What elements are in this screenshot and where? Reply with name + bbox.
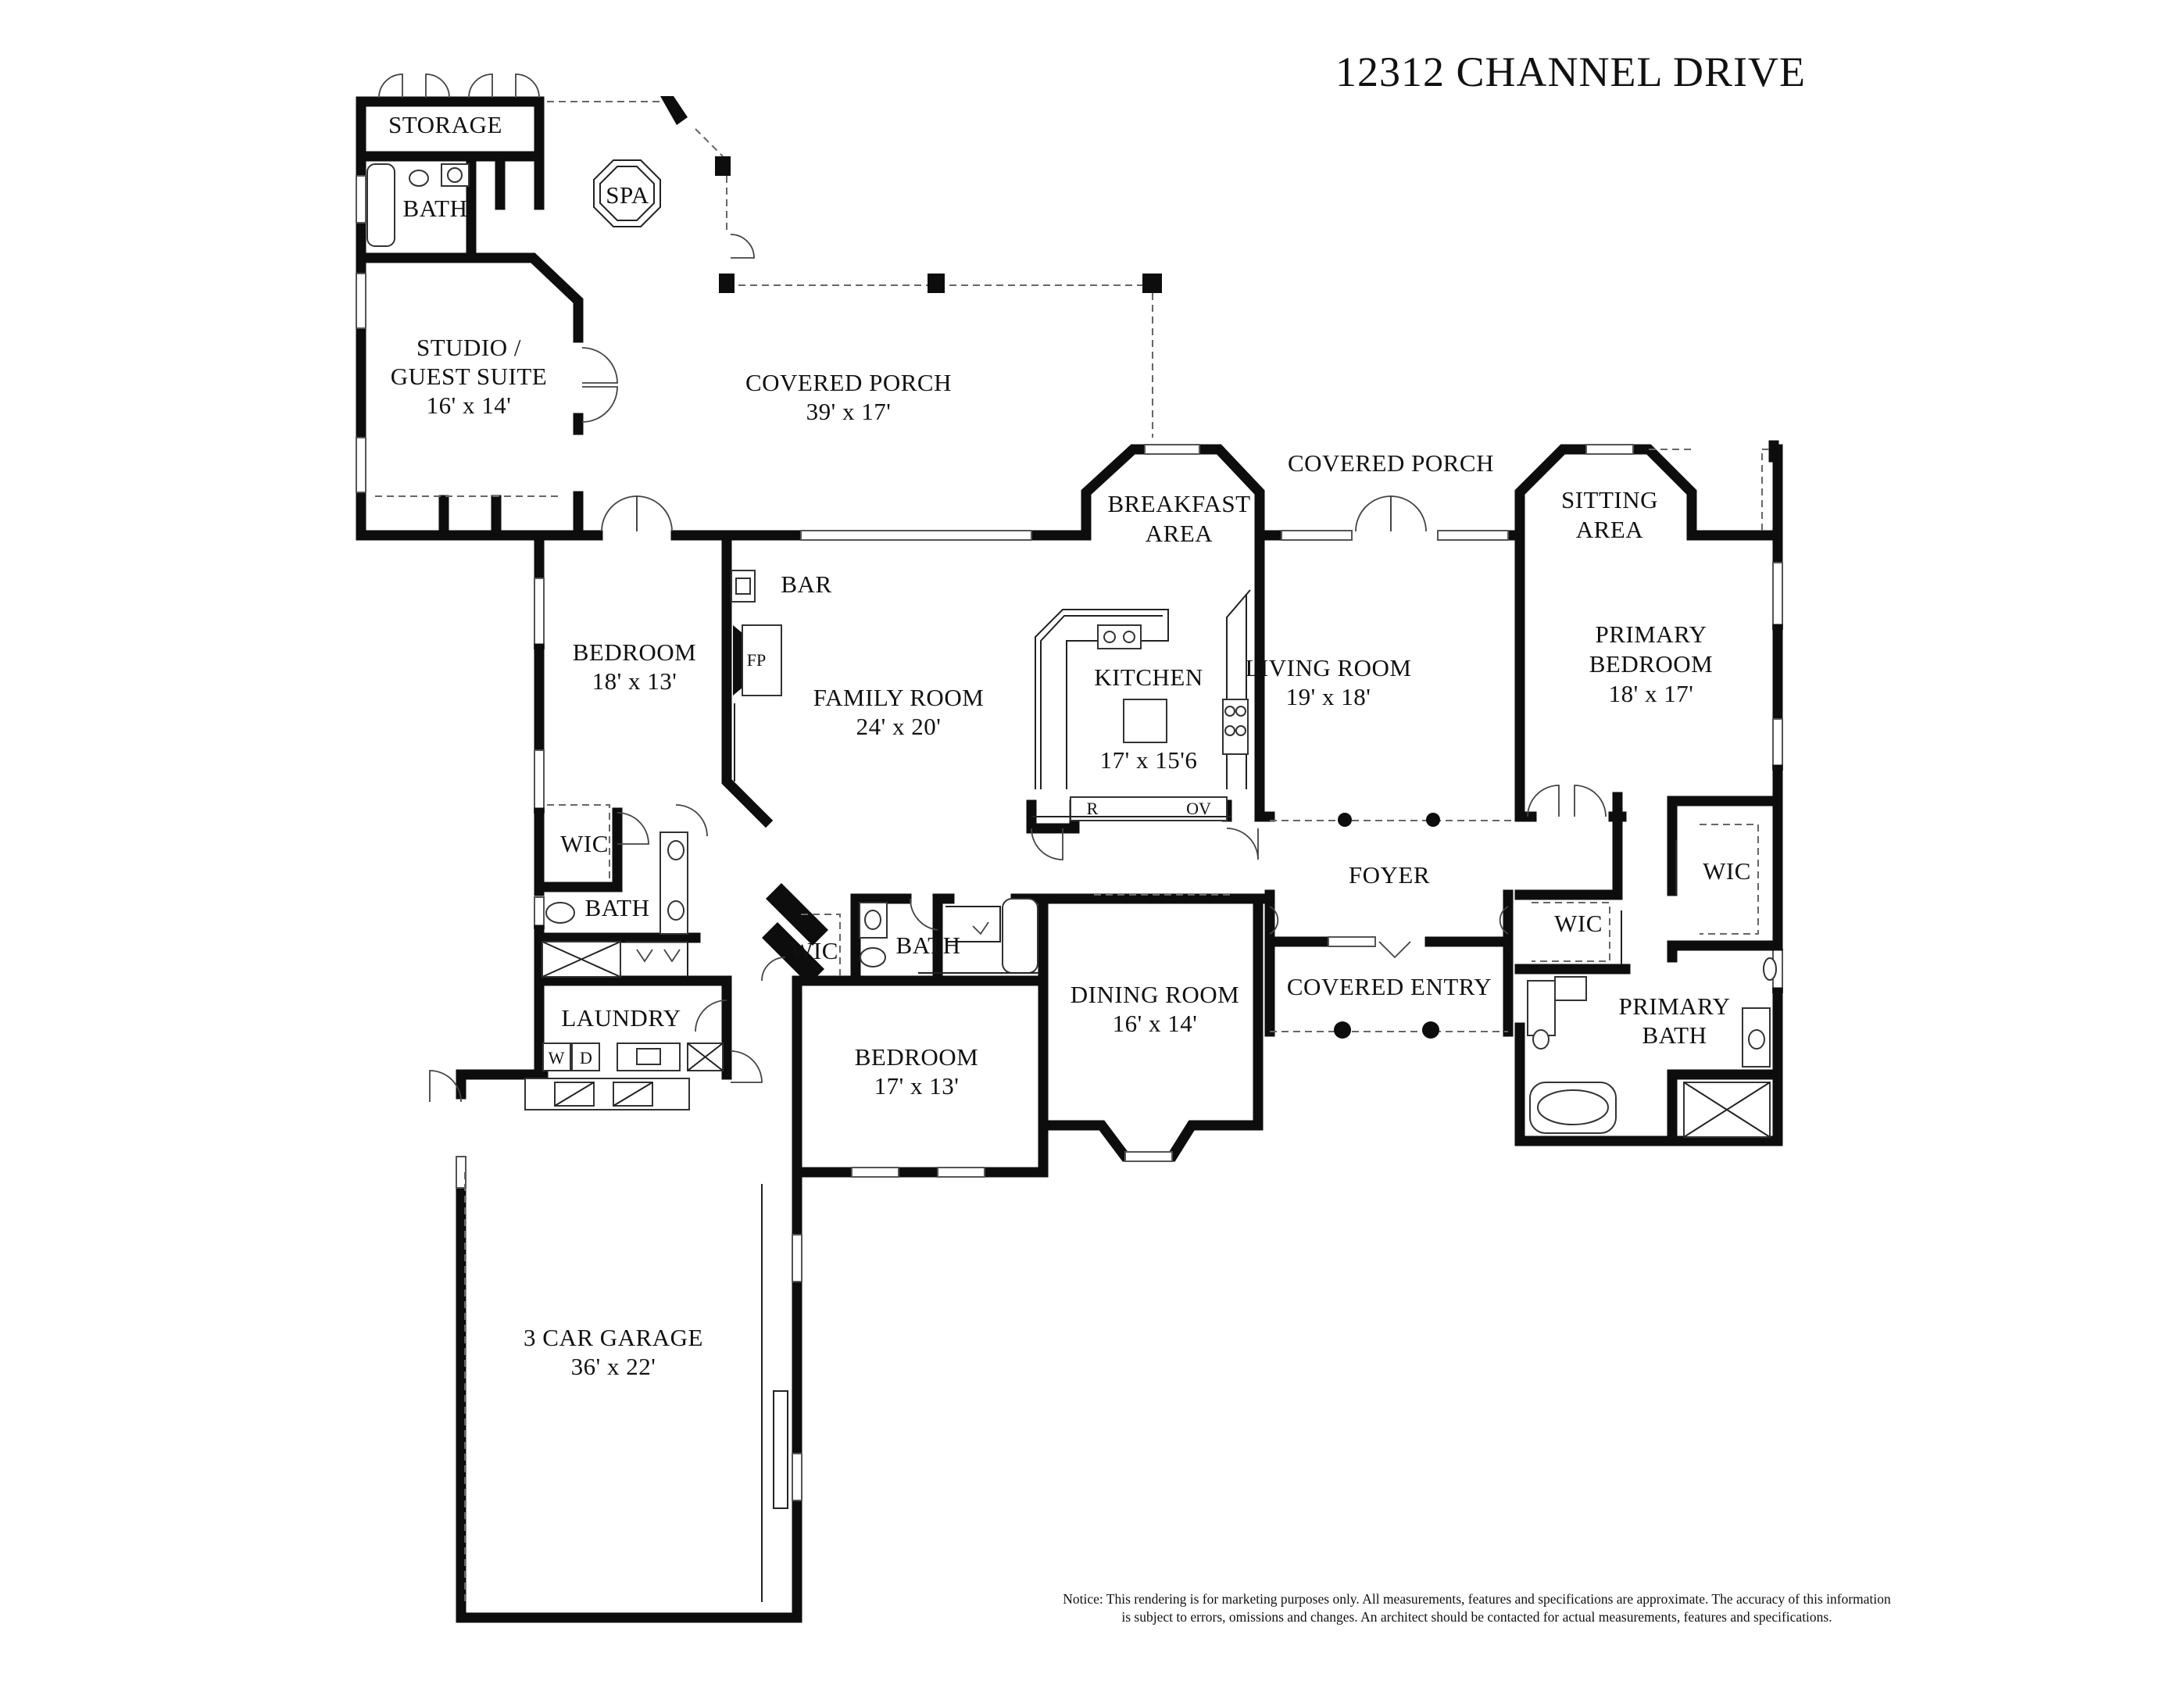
bath-left-label: BATH [585,894,650,921]
wic-left-label: WIC [560,830,609,857]
spa-label: SPA [606,181,649,209]
wic-primary-left-label: WIC [1554,910,1603,937]
studio-size: 16' x 14' [427,392,512,419]
primary-bath-fixtures [1527,957,1777,1138]
dryer-label: D [580,1048,592,1068]
guest-bath-fixtures [366,163,470,247]
covered-entry-label: COVERED ENTRY [1287,973,1492,1000]
main-house-walls [429,440,1783,1623]
sitting-label-2: AREA [1576,516,1644,543]
spa [593,159,661,227]
bedroom-left-label: BEDROOM [573,638,697,666]
laundry-fixtures [524,941,786,1110]
bedroom-center-label: BEDROOM [855,1043,979,1071]
family-room-size: 24' x 20' [856,713,942,740]
kitchen-counters [1031,589,1259,860]
sitting-label-1: SITTING [1561,486,1658,513]
primary-bath-label-1: PRIMARY [1618,992,1730,1020]
rear-porch-outline [547,96,1162,438]
foyer-label: FOYER [1349,861,1430,889]
garage-size: 36' x 22' [571,1353,656,1380]
studio-door-2 [581,386,618,423]
laundry-label: LAUNDRY [561,1004,681,1032]
breakfast-label-1: BREAKFAST [1107,490,1250,517]
wic-primary-right-label: WIC [1703,857,1751,885]
bath-center-label: BATH [896,932,961,959]
dining-room-size: 16' x 14' [1113,1010,1198,1037]
bedroom-center-size: 17' x 13' [874,1072,960,1100]
notice-line-1: Notice: This rendering is for marketing … [1063,1591,1891,1607]
kitchen-size: 17' x 15'6 [1100,746,1198,774]
studio-label-1: STUDIO / [416,334,521,361]
bar-fixture [731,570,756,603]
primary-closets [1532,824,1759,965]
studio-door-1 [581,347,618,384]
rear-porch-size: 39' x 17' [806,398,892,425]
right-porch-label: COVERED PORCH [1288,449,1494,477]
family-room-label: FAMILY ROOM [813,684,985,711]
living-room-size: 19' x 18' [1286,683,1371,710]
plan-title: 12312 CHANNEL DRIVE [1335,48,1806,95]
primary-bath-label-2: BATH [1642,1021,1707,1049]
storage-label: STORAGE [388,111,502,138]
guest-bath-label: BATH [403,195,468,222]
notice-line-2: is subject to errors, omissions and chan… [1121,1609,1832,1625]
rear-porch-label: COVERED PORCH [745,369,952,396]
bar-label: BAR [781,570,831,598]
kitchen-label: KITCHEN [1094,663,1203,691]
primary-bedroom-label-1: PRIMARY [1595,620,1707,648]
garage-label: 3 CAR GARAGE [524,1324,703,1351]
fireplace [733,624,782,781]
studio-block-walls [356,96,584,541]
breakfast-label-2: AREA [1146,520,1214,547]
left-bath-fixtures [542,804,708,978]
dining-room-label: DINING ROOM [1071,981,1239,1008]
storage-doors [378,73,540,98]
refrigerator-label: R [1087,799,1099,818]
bedroom-left-size: 18' x 13' [592,667,677,695]
center-bath-fixtures [762,883,1039,985]
oven-label: OV [1186,799,1211,818]
primary-bedroom-label-2: BEDROOM [1589,650,1714,678]
wic-center-label: WIC [790,937,838,964]
living-room-label: LIVING ROOM [1245,654,1411,681]
fireplace-label: FP [747,650,766,670]
washer-label: W [549,1048,565,1068]
primary-bedroom-size: 18' x 17' [1609,680,1694,707]
studio-label-2: GUEST SUITE [391,363,547,390]
